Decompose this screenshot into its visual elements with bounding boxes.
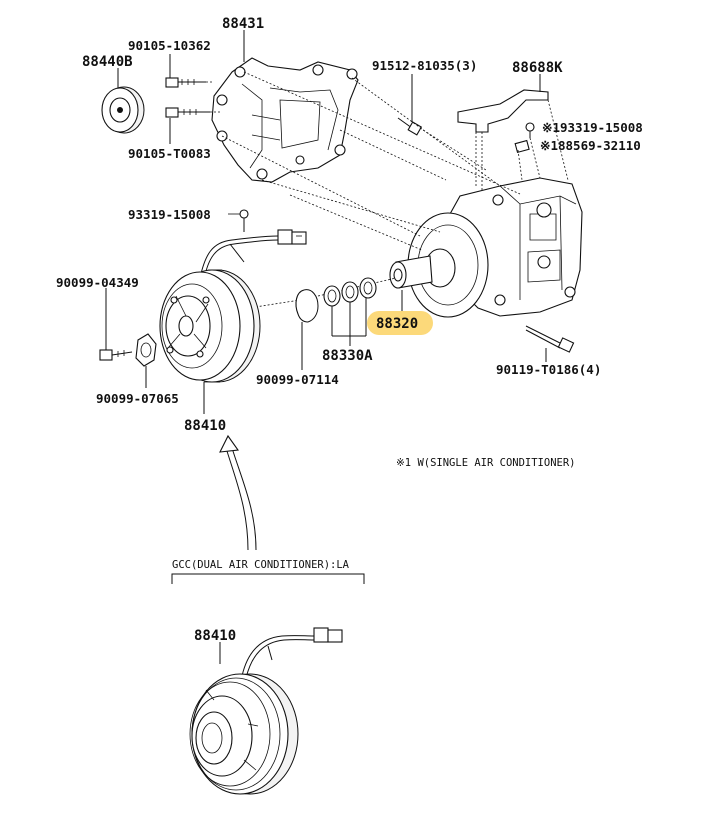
- label-88330a: 88330A: [322, 348, 373, 364]
- bolt-90105-10362: [165, 77, 206, 88]
- magnet-clutch-dual: [189, 673, 299, 795]
- highlight-88320: 88320: [367, 311, 433, 335]
- label-88440b: 88440B: [82, 54, 133, 70]
- compressor-bracket: [211, 57, 359, 183]
- label-90105-10362: 90105-10362: [128, 38, 211, 53]
- label-88569: ※188569-32110: [540, 138, 641, 153]
- note-single-ac: ※1 W(SINGLE AIR CONDITIONER): [396, 457, 575, 469]
- label-90119: 90119-T0186(4): [496, 362, 601, 377]
- bolt-93319-left: [239, 209, 249, 232]
- clutch-wire-bottom: [241, 627, 343, 679]
- bracket-88688k: [457, 89, 549, 133]
- bolt-91512: [397, 117, 423, 136]
- dual-ac-bracket: [171, 573, 365, 584]
- washer-90099-07065: [135, 333, 157, 367]
- bolt-93319-right: [525, 122, 535, 138]
- label-93319-left: 93319-15008: [128, 207, 211, 222]
- label-88431: 88431: [222, 16, 264, 32]
- idler-pulley: [101, 86, 145, 134]
- compressor-assembly: [389, 177, 583, 318]
- label-91512: 91512-81035(3): [372, 58, 477, 73]
- label-90105-t0083: 90105-T0083: [128, 146, 211, 161]
- snap-ring-90099-07114: [295, 289, 319, 323]
- clip-88569: [514, 139, 530, 154]
- label-88410-bottom: 88410: [194, 628, 236, 644]
- bolt-90099-04349: [99, 349, 133, 361]
- label-88320: 88320: [376, 316, 418, 332]
- bolt-90119: [525, 325, 575, 353]
- note-dual-ac: GCC(DUAL AIR CONDITIONER):LA: [172, 559, 350, 571]
- label-90099-07065: 90099-07065: [96, 391, 179, 406]
- label-90099-04349: 90099-04349: [56, 275, 139, 290]
- reference-arrow: [219, 434, 257, 551]
- bolt-90105-t0083: [165, 107, 210, 118]
- label-88410-top: 88410: [184, 418, 226, 434]
- label-93319-right: ※193319-15008: [542, 120, 643, 135]
- shims-88330a: [323, 277, 377, 307]
- clutch-wire: [199, 229, 307, 281]
- label-90099-07114: 90099-07114: [256, 372, 339, 387]
- magnet-clutch: [159, 269, 261, 383]
- label-88688k: 88688K: [512, 60, 563, 76]
